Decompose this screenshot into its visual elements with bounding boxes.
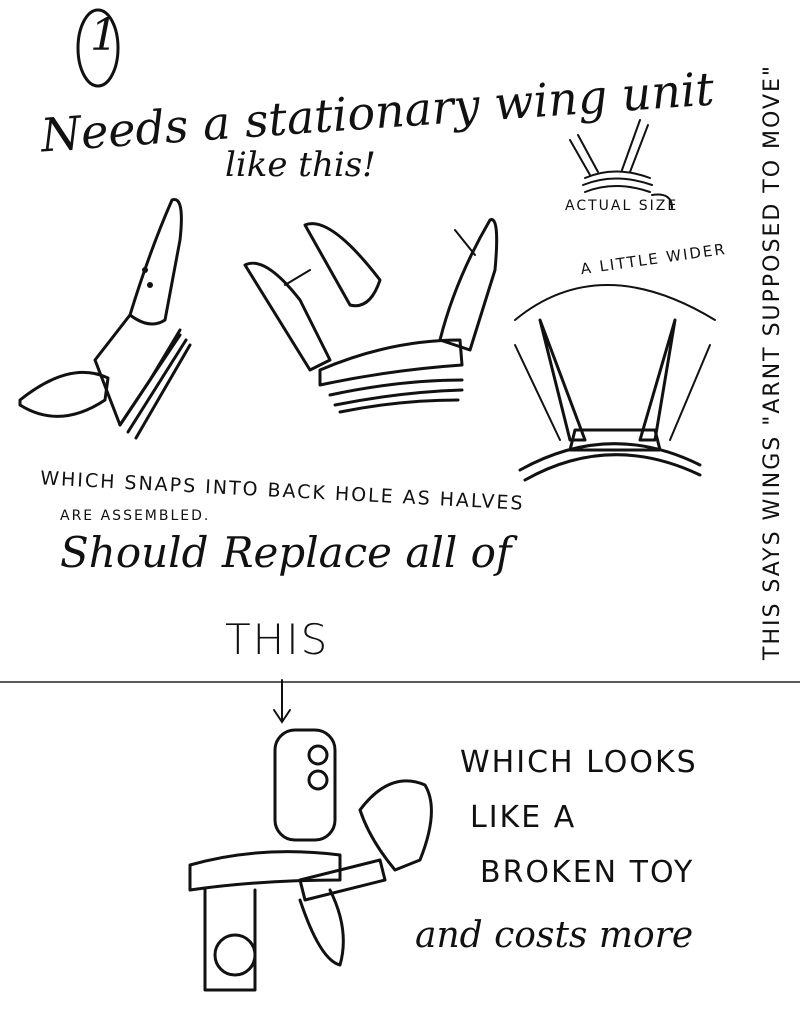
page-number-circle — [76, 8, 120, 88]
this-label: THIS — [225, 615, 330, 664]
wing-side-view-sketch — [18, 198, 192, 440]
broken-toy-line-3: BROKEN TOY — [480, 855, 695, 890]
headline-line-2: like this! — [225, 145, 376, 185]
snap-note-line-2: ARE ASSEMBLED. — [60, 508, 211, 524]
actual-size-wing-sketch — [569, 119, 673, 209]
wing-front-view-sketch — [243, 218, 499, 414]
actual-size-label: ACTUAL SIZE — [565, 198, 679, 214]
broken-toy-line-2: LIKE A — [470, 800, 577, 835]
page-number: 1 — [90, 10, 118, 61]
wider-wing-sketch — [514, 284, 716, 482]
costs-line: and costs more — [415, 915, 694, 956]
side-note: THIS SAYS WINGS "ARNT SUPPOSED TO MOVE" — [760, 63, 785, 660]
broken-toy-line-1: WHICH LOOKS — [460, 745, 698, 780]
down-arrow-icon — [273, 679, 291, 724]
replace-line: Should Replace all of — [60, 528, 512, 577]
broken-toy-sketch — [188, 728, 433, 992]
